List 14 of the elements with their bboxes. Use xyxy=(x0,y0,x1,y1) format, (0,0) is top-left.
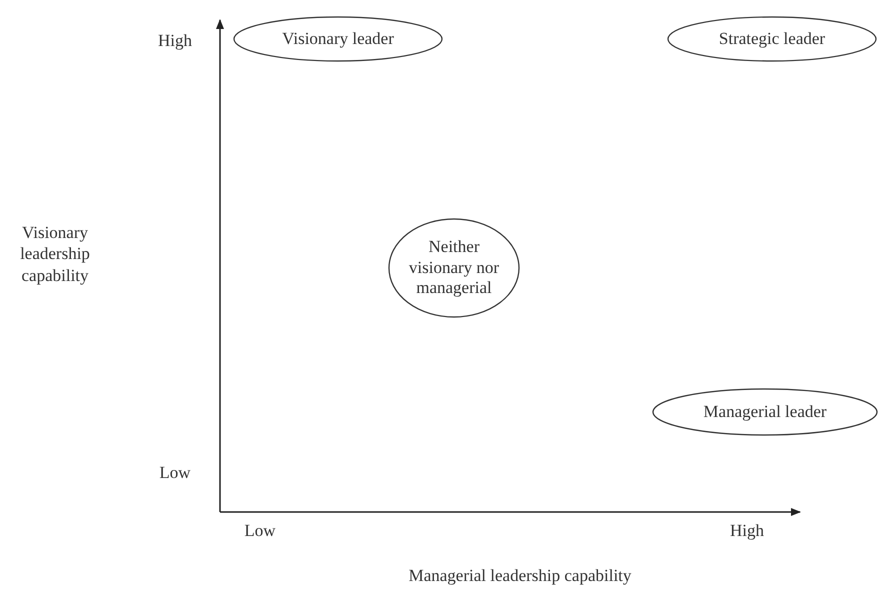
axis-tick-label: High xyxy=(157,30,193,52)
quadrant-ellipse xyxy=(652,388,878,436)
axis-tick-label: Low xyxy=(243,520,277,542)
axis-tick-label: High xyxy=(729,520,765,542)
quadrant-ellipse xyxy=(233,16,443,62)
quadrant-ellipse xyxy=(667,16,877,62)
axis-title: Managerial leadership capability xyxy=(408,565,632,586)
axis-tick-label: Low xyxy=(158,462,192,484)
quadrant-label: Strategic leader xyxy=(718,28,826,50)
quadrant-label: Visionary leader xyxy=(282,28,394,50)
quadrant-label: Managerial leader xyxy=(703,402,827,422)
quadrant-label: Neither visionary nor managerial xyxy=(408,237,500,299)
quadrant-ellipse xyxy=(388,218,520,318)
axis-title: Visionary leadership capability xyxy=(19,222,91,286)
